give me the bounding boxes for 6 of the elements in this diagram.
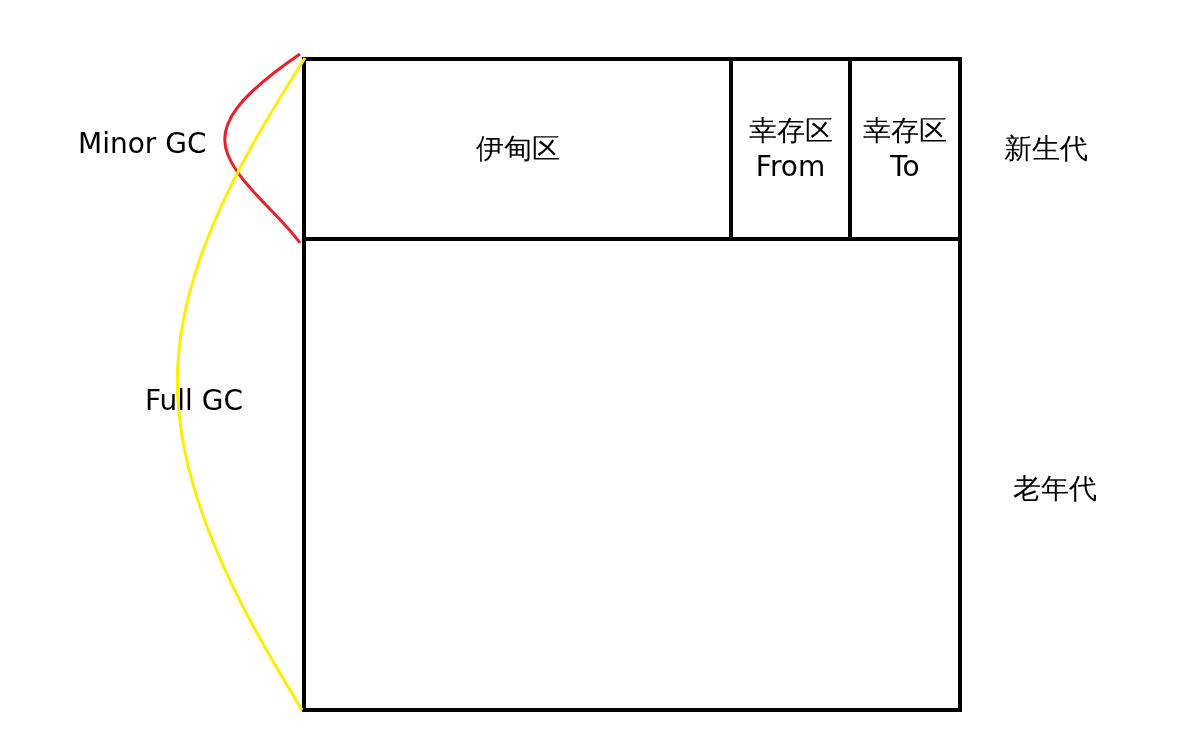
- region-name: 伊甸区: [475, 131, 560, 167]
- region-name: 幸存区 To: [862, 113, 948, 185]
- gc-type-label: Minor GC: [78, 126, 207, 162]
- generation-label: 老年代: [1013, 471, 1097, 507]
- region-name: 幸存区 From: [747, 113, 834, 185]
- generation-label: 新生代: [1004, 131, 1088, 167]
